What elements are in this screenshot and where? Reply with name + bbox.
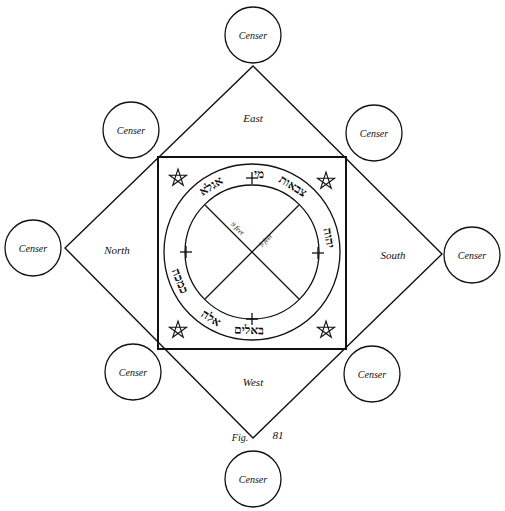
hebrew-name: אגלא [197,174,225,197]
censer-label: Censer [458,250,486,261]
censer-circle: Censer [224,6,282,64]
hebrew-name: מי [253,168,264,181]
censer-circle: Censer [4,219,62,277]
direction-label: South [380,250,405,261]
censer-circle: Censer [343,345,401,403]
censer-circle: Censer [224,450,282,508]
censer-circle: Censer [104,343,162,401]
hebrew-name: צבאות [277,173,309,199]
inner-square [158,157,346,349]
cross-marks [180,172,324,325]
censer-label: Censer [19,243,47,254]
censer-label: Censer [239,474,267,485]
outer-circle [164,164,340,340]
hebrew-name: יהוה [321,228,336,250]
censer-label: Censer [117,125,145,136]
censer-label: Censer [360,128,388,139]
censer-circle: Censer [102,101,160,159]
diagonal-line [205,205,299,299]
direction-label: North [104,245,130,256]
direction-label: East [243,113,263,124]
measure-label: 9 feet [229,221,245,237]
measure-label: 9 feet [258,233,274,249]
figure-number: 81 [273,430,284,441]
pentagrams [169,169,334,337]
censer-label: Censer [358,369,386,380]
hebrew-name: באלים [234,323,264,336]
figure-label: Fig. [232,433,248,443]
censer-label: Censer [239,30,267,41]
outer-diamond [65,66,442,438]
diagonal-line [205,205,299,299]
censer-circle: Censer [443,226,501,284]
hebrew-name: כמכה [169,267,190,295]
censer-circle: Censer [345,104,403,162]
inner-circle [185,185,319,319]
censer-label: Censer [119,367,147,378]
direction-label: West [243,377,263,388]
